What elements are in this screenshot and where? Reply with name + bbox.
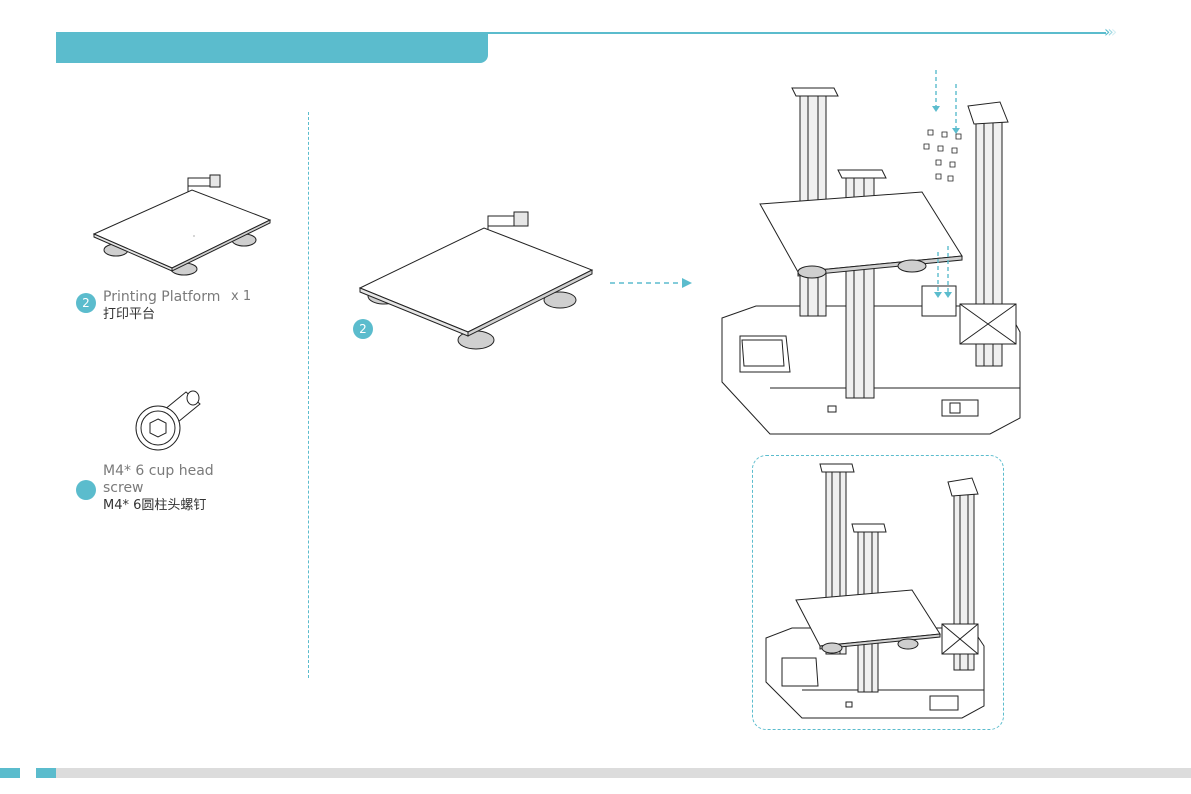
footer-bar bbox=[56, 768, 1191, 778]
part-name-screw-line2: screw bbox=[103, 480, 144, 497]
part-name-platform: Printing Platform bbox=[103, 289, 220, 306]
chevron-right-icon: ››› bbox=[1104, 22, 1114, 41]
header-tab bbox=[56, 32, 488, 63]
part-name-screw-line1: M4* 6 cup head bbox=[103, 463, 214, 480]
part-number-badge-screw bbox=[76, 480, 96, 500]
printer-result-illustration bbox=[762, 460, 994, 722]
arrow-right-icon bbox=[610, 277, 692, 289]
part-number-badge: 2 bbox=[76, 293, 96, 313]
footer-marker bbox=[0, 768, 20, 778]
step-platform-illustration bbox=[352, 204, 598, 356]
part-name-screw-cn: M4* 6圆柱头螺钉 bbox=[103, 497, 206, 514]
column-divider bbox=[308, 112, 309, 678]
printing-platform-illustration bbox=[88, 172, 278, 278]
footer-marker-2 bbox=[36, 768, 56, 778]
screw-illustration bbox=[134, 390, 206, 456]
part-name-platform-cn: 打印平台 bbox=[103, 306, 155, 323]
printer-assembly-illustration bbox=[716, 66, 1036, 442]
step-number-badge: 2 bbox=[353, 319, 373, 339]
header-rule bbox=[488, 32, 1106, 34]
part-quantity: x 1 bbox=[231, 289, 251, 304]
